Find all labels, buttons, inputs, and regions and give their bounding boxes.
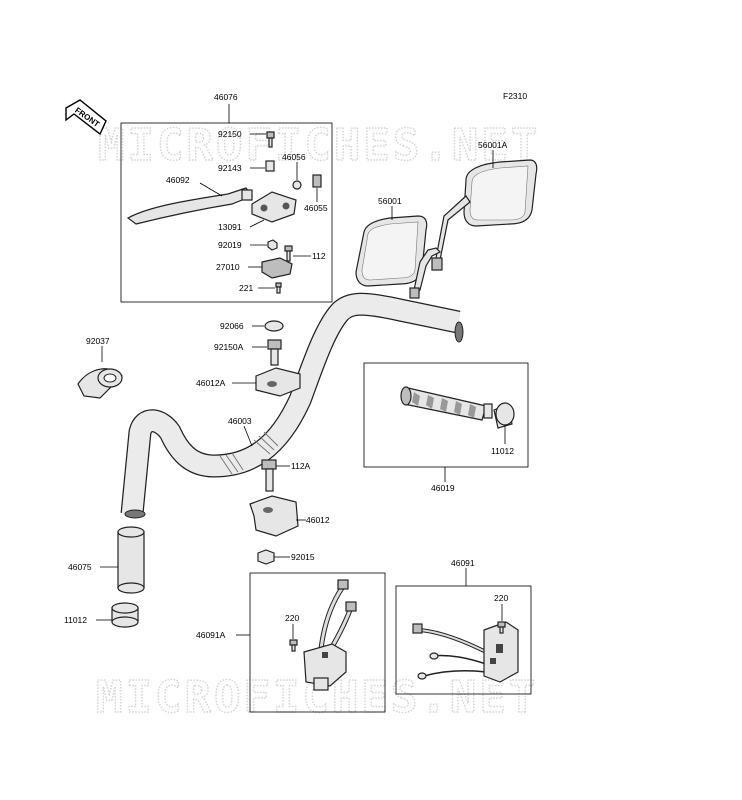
label-27010: 27010	[216, 262, 240, 272]
label-92150A: 92150A	[214, 342, 244, 352]
lever-assembly-box	[120, 122, 333, 303]
label-46056: 46056	[282, 152, 306, 162]
right-switch-box	[395, 585, 532, 695]
mirror-56001A	[431, 159, 538, 271]
collar-92143	[265, 160, 275, 172]
holder-46012	[249, 495, 299, 537]
label-221: 221	[239, 283, 253, 293]
switch-27010	[261, 257, 293, 279]
label-92143: 92143	[218, 163, 242, 173]
screw-112	[284, 245, 293, 262]
screw-92150	[266, 131, 275, 148]
label-92037: 92037	[86, 336, 110, 346]
label-46055: 46055	[304, 203, 328, 213]
front-arrow-icon: FRONT	[65, 99, 107, 136]
bolt-92150A	[267, 339, 282, 366]
label-46019: 46019	[431, 483, 455, 493]
label-56001A: 56001A	[478, 140, 508, 150]
figure-code: F2310	[503, 91, 527, 101]
label-220-right: 220	[494, 593, 508, 603]
label-46012A: 46012A	[196, 378, 226, 388]
label-112: 112	[312, 251, 326, 261]
label-220-left: 220	[285, 613, 299, 623]
label-46092: 46092	[166, 175, 190, 185]
label-92019: 92019	[218, 240, 242, 250]
lever-46092	[126, 187, 253, 225]
label-92066: 92066	[220, 321, 244, 331]
nut-46056	[292, 180, 302, 190]
cap-92066	[264, 320, 284, 332]
holder-13091	[241, 189, 297, 223]
label-112A: 112A	[291, 461, 311, 471]
screw-221	[275, 282, 282, 294]
label-13091: 13091	[218, 222, 242, 232]
left-switch-46091A	[303, 579, 357, 691]
nut-92015	[257, 549, 275, 565]
label-11012-right: 11012	[491, 446, 514, 456]
mirror-56001	[355, 215, 442, 299]
right-switch-46091	[412, 621, 519, 683]
handlebar-46003	[120, 292, 464, 519]
watermark-top: MICROFICHES.NET	[98, 120, 540, 171]
bolt-112A	[261, 459, 277, 492]
label-56001: 56001	[378, 196, 402, 206]
nut-92019	[267, 239, 278, 251]
label-46075: 46075	[68, 562, 92, 572]
label-92015: 92015	[291, 552, 315, 562]
screw-220-right	[497, 621, 506, 634]
label-46003: 46003	[228, 416, 252, 426]
throttle-grip-box	[363, 362, 529, 468]
left-switch-box	[249, 572, 386, 713]
holder-46012A	[255, 367, 301, 397]
label-11012-left: 11012	[64, 615, 87, 625]
left-grip-46075	[117, 526, 145, 594]
bar-end-weight-92037	[77, 368, 123, 399]
screw-220-left	[289, 639, 298, 652]
left-grip-end-cap-11012	[111, 602, 139, 628]
label-92150: 92150	[218, 129, 242, 139]
label-46091: 46091	[451, 558, 475, 568]
label-46076: 46076	[214, 92, 238, 102]
label-46012: 46012	[306, 515, 330, 525]
throttle-grip-46019	[400, 386, 493, 421]
label-46091A: 46091A	[196, 630, 226, 640]
grip-end-cap-11012	[493, 402, 515, 429]
adjuster-46055	[312, 174, 322, 188]
